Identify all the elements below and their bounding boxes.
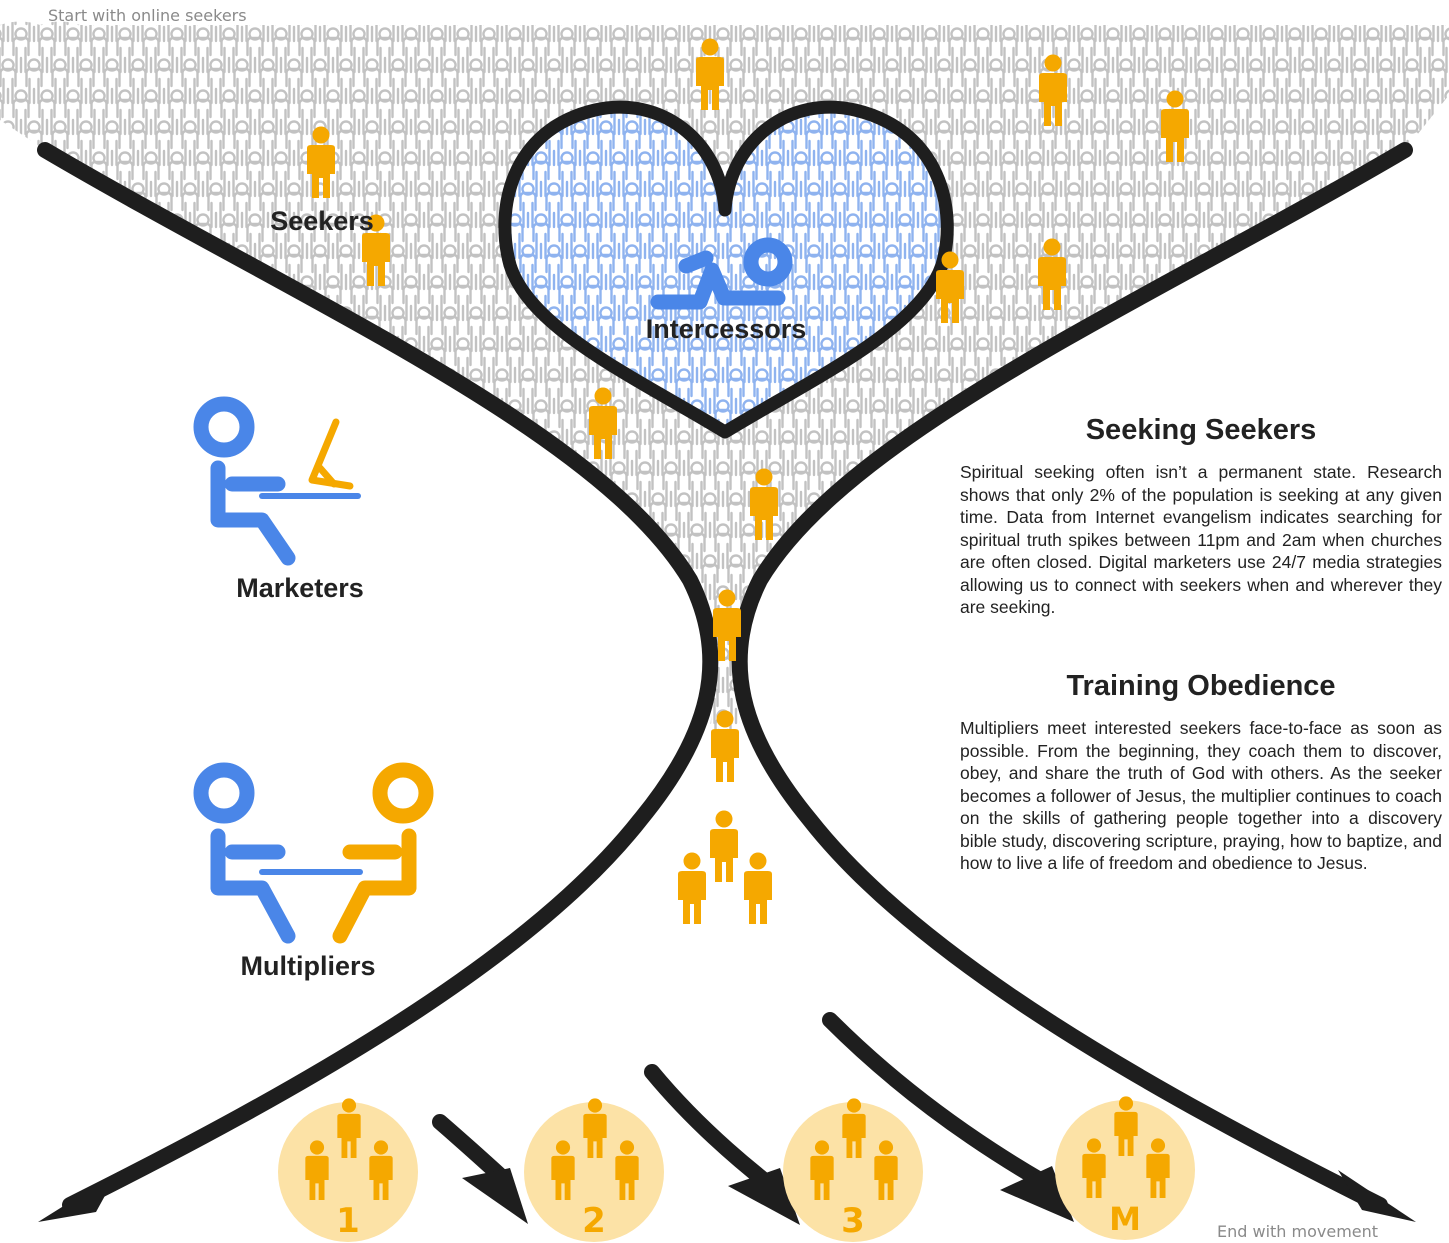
arrowhead-branch-1 bbox=[462, 1168, 528, 1224]
seekers-label: Seekers bbox=[270, 206, 374, 236]
group-circle-3: 3 bbox=[783, 1098, 923, 1242]
person-icon bbox=[710, 810, 738, 882]
branch-arrow-line-3 bbox=[822, 1012, 1048, 1188]
funnel-lines bbox=[37, 142, 1413, 1213]
funnel-right-line bbox=[731, 142, 1413, 1213]
person-icon bbox=[744, 852, 772, 924]
arrowhead-right bbox=[1338, 1170, 1416, 1222]
group-number: 1 bbox=[336, 1201, 360, 1241]
end-note: End with movement bbox=[1217, 1222, 1379, 1241]
branch-arrow-line-2 bbox=[644, 1064, 778, 1193]
group-number: 3 bbox=[841, 1201, 865, 1241]
arrow-icon bbox=[38, 1166, 1416, 1225]
start-note: Start with online seekers bbox=[48, 6, 247, 25]
group-number: M bbox=[1109, 1200, 1141, 1238]
group-circle-1: 1 bbox=[278, 1098, 418, 1242]
praying-person-icon bbox=[650, 237, 793, 310]
seeking-seekers-section: Seeking Seekers Spiritual seeking often … bbox=[960, 414, 1442, 619]
arrowhead-left bbox=[38, 1172, 118, 1222]
multiplier-icon bbox=[193, 762, 434, 944]
section-body: Spiritual seeking often isn’t a permanen… bbox=[960, 462, 1442, 617]
group-number: 2 bbox=[582, 1201, 606, 1241]
intercessors-label: Intercessors bbox=[645, 314, 807, 344]
funnel-left-line bbox=[37, 142, 719, 1213]
section-body: Multipliers meet interested seekers face… bbox=[960, 718, 1442, 873]
marketer-icon bbox=[193, 396, 361, 566]
arrowhead-branch-3 bbox=[1000, 1166, 1074, 1222]
marketers-label: Marketers bbox=[236, 573, 364, 603]
section-title: Seeking Seekers bbox=[1085, 414, 1317, 446]
group-circle-2: 2 bbox=[524, 1098, 664, 1242]
arrowhead-branch-2 bbox=[728, 1168, 800, 1225]
section-title: Training Obedience bbox=[1066, 670, 1336, 702]
training-obedience-section: Training Obedience Multipliers meet inte… bbox=[960, 670, 1442, 875]
person-icon bbox=[678, 852, 706, 924]
group-circle-m: M bbox=[1055, 1096, 1195, 1240]
multipliers-label: Multipliers bbox=[240, 951, 376, 981]
